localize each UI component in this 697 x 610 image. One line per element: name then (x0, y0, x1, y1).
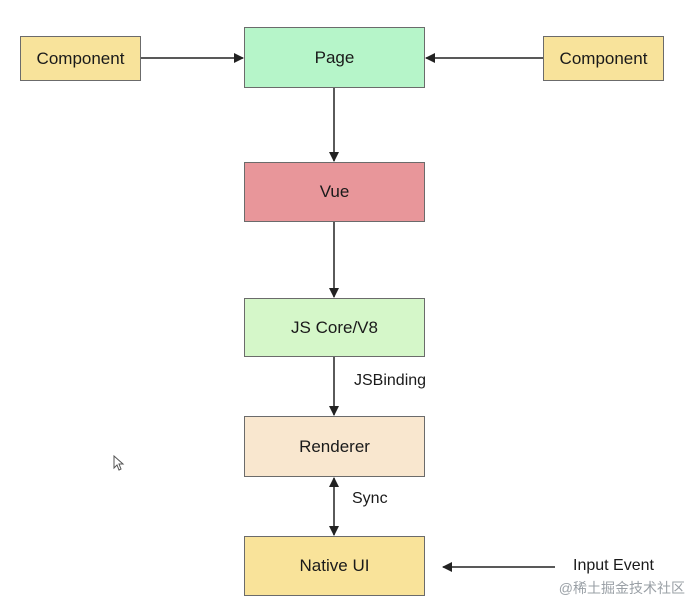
node-component-left: Component (20, 36, 141, 81)
watermark-text: @稀土掘金技术社区 (558, 580, 685, 596)
label-input-event: Input Event (573, 557, 654, 574)
label-jsbinding: JSBinding (354, 372, 427, 389)
node-page: Page (244, 27, 425, 88)
node-renderer: Renderer (244, 416, 425, 477)
mouse-pointer-icon (113, 454, 125, 476)
node-jscore: JS Core/V8 (244, 298, 425, 357)
node-vue: Vue (244, 162, 425, 222)
node-component-right: Component (543, 36, 664, 81)
label-sync: Sync (352, 490, 388, 507)
node-native-ui: Native UI (244, 536, 425, 596)
